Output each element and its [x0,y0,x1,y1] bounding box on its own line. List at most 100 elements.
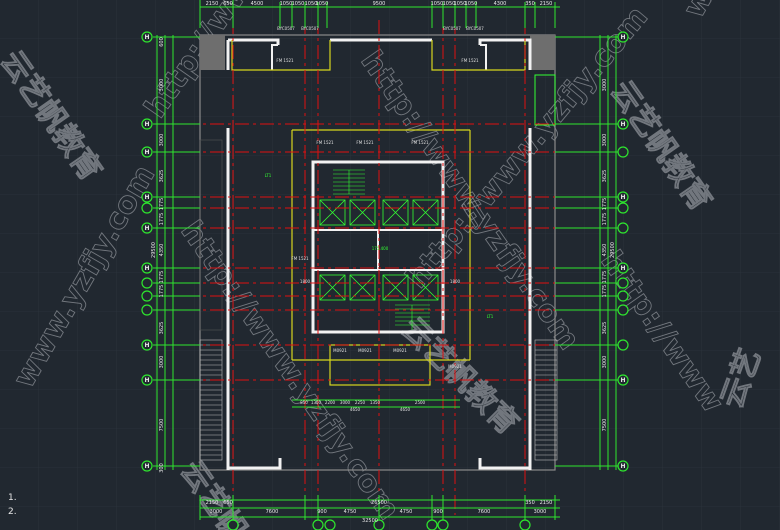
svg-text:BYC0507: BYC0507 [301,26,319,31]
svg-text:H: H [620,463,625,470]
svg-text:3000: 3000 [210,509,223,515]
svg-text:4750: 4750 [400,509,413,515]
svg-text:4350: 4350 [159,244,165,257]
svg-text:1050: 1050 [280,1,293,7]
dimension-lines [153,0,620,520]
svg-text:2150: 2150 [540,1,553,7]
svg-text:H: H [144,121,149,128]
svg-text:32500: 32500 [362,518,378,524]
svg-text:1050: 1050 [316,1,329,7]
svg-text:1350: 1350 [370,400,381,405]
svg-text:1775: 1775 [602,271,608,284]
svg-text:1050: 1050 [431,1,444,7]
svg-text:M0921: M0921 [448,364,462,369]
corner-column [200,35,225,70]
svg-text:600: 600 [159,37,165,47]
top-dimensions: 2150 650 4500 1050 1050 1050 1050 9500 1… [206,1,553,7]
svg-text:1775: 1775 [159,213,165,226]
svg-text:LT1: LT1 [487,314,494,319]
svg-text:7500: 7500 [602,419,608,432]
svg-text:4750: 4750 [344,509,357,515]
svg-text:3000: 3000 [602,356,608,369]
svg-text:FM 1521: FM 1521 [276,58,294,63]
note-2: 2. [8,507,17,517]
door-tags: BYC0507 BYC0507 BYC0507 BYC0507 [277,26,484,31]
svg-text:3000: 3000 [159,79,165,92]
svg-text:1775: 1775 [159,271,165,284]
svg-text:3000: 3000 [159,134,165,147]
svg-text:1800: 1800 [300,279,311,284]
svg-text:FM 1521: FM 1521 [291,256,309,261]
svg-text:1800: 1800 [450,279,461,284]
svg-text:175.400: 175.400 [372,246,389,251]
svg-text:3000: 3000 [159,356,165,369]
svg-text:900: 900 [433,509,443,515]
svg-text:FM 1521: FM 1521 [461,58,479,63]
svg-text:26500: 26500 [371,500,387,506]
svg-text:4300: 4300 [494,1,507,7]
svg-text:7600: 7600 [478,509,491,515]
svg-text:2250: 2250 [355,400,366,405]
svg-text:3000: 3000 [602,79,608,92]
right-dimensions: 3000 3000 3625 1775 1775 4350 1775 1775 … [602,79,616,432]
svg-text:850: 850 [300,400,308,405]
svg-text:4650: 4650 [400,407,411,412]
svg-text:BYC0507: BYC0507 [277,26,295,31]
svg-text:H: H [144,463,149,470]
svg-text:M0921: M0921 [358,348,372,353]
svg-text:H: H [620,34,625,41]
svg-text:1775: 1775 [159,198,165,211]
axis-bubbles [141,31,629,530]
svg-text:1775: 1775 [602,285,608,298]
note-1: 1. [8,493,17,503]
svg-text:1775: 1775 [602,198,608,211]
svg-text:1050: 1050 [292,1,305,7]
svg-text:9500: 9500 [373,1,386,7]
svg-text:900: 900 [317,509,327,515]
svg-text:2200: 2200 [325,400,336,405]
svg-text:H: H [620,265,625,272]
svg-text:2150: 2150 [540,500,553,506]
core-labels: FM 1521 FM 1521 FM 1521 FM 1521 FM 1521 … [265,58,494,412]
svg-text:3000: 3000 [340,400,351,405]
svg-text:1775: 1775 [602,213,608,226]
svg-text:FM 1521: FM 1521 [356,140,374,145]
svg-text:FM 1521: FM 1521 [316,140,334,145]
svg-text:3625: 3625 [159,322,165,335]
svg-text:29500: 29500 [151,242,157,258]
svg-text:3000: 3000 [602,134,608,147]
svg-text:FM 1521: FM 1521 [411,140,429,145]
svg-text:1050: 1050 [305,1,318,7]
left-dimensions: 600 3000 3000 3625 1775 1775 4350 1775 1… [151,37,165,473]
svg-text:3625: 3625 [602,322,608,335]
svg-text:3625: 3625 [602,170,608,183]
svg-text:350: 350 [525,500,535,506]
axis-grid-lines [160,20,600,515]
svg-text:2150: 2150 [206,500,219,506]
exterior-walls [226,38,532,470]
svg-text:4350: 4350 [602,244,608,257]
stairs [333,169,430,330]
svg-text:350: 350 [525,1,535,7]
svg-text:H: H [620,377,625,384]
svg-text:300: 300 [159,463,165,473]
bottom-dimensions: 2150 650 26500 350 2150 3000 7600 900 47… [206,500,553,524]
svg-text:M0921: M0921 [333,348,347,353]
balcony [534,74,556,126]
svg-text:1350: 1350 [311,400,322,405]
svg-text:LT1: LT1 [265,173,272,178]
svg-text:1050: 1050 [443,1,456,7]
svg-text:H: H [620,194,625,201]
svg-text:7500: 7500 [159,419,165,432]
corner-column [530,35,555,70]
svg-text:2500: 2500 [415,400,426,405]
svg-text:4650: 4650 [350,407,361,412]
svg-text:650: 650 [223,1,233,7]
svg-text:H: H [144,34,149,41]
svg-text:H: H [144,225,149,232]
svg-text:3625: 3625 [159,170,165,183]
svg-text:650: 650 [223,500,233,506]
